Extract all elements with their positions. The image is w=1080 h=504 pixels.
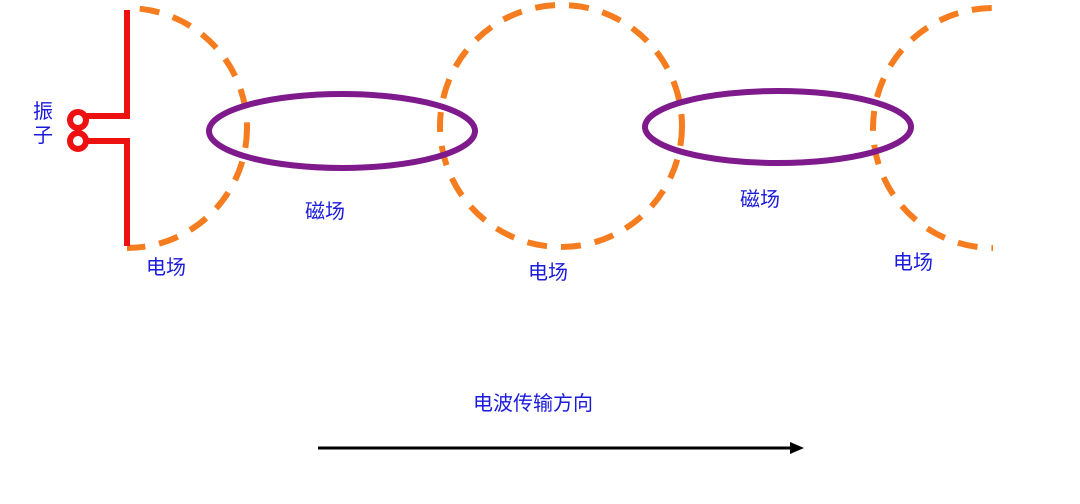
electric-field-loop-left	[127, 5, 250, 251]
electric-field-loops	[127, 2, 993, 251]
electric-field-label-3: 电场	[893, 250, 933, 274]
antenna-label-line1: 振	[33, 99, 53, 123]
antenna-feed-lower	[67, 130, 89, 152]
magnetic-field-loop-left	[206, 91, 478, 171]
electric-field-loop-right	[870, 5, 993, 251]
electric-field-loop-middle	[437, 2, 685, 250]
direction-arrow-head	[790, 442, 804, 454]
electric-field-label-2: 电场	[528, 260, 568, 284]
antenna-label-line2: 子	[33, 123, 53, 147]
magnetic-field-loops	[206, 88, 914, 171]
antenna-upper-arm	[86, 10, 130, 119]
antenna-feed-upper	[67, 109, 89, 131]
magnetic-field-label-1: 磁场	[305, 199, 345, 223]
antenna-lower-arm	[86, 138, 130, 246]
magnetic-field-loop-right	[642, 88, 914, 166]
electric-field-label-1: 电场	[146, 255, 186, 279]
right-arrow-icon	[318, 442, 804, 454]
diagram-labels: 振 子 电场 磁场 电场 磁场 电场 电波传输方向	[33, 99, 933, 415]
antenna-dipole	[67, 10, 130, 246]
propagation-direction-label: 电波传输方向	[473, 391, 593, 415]
magnetic-field-label-2: 磁场	[740, 187, 780, 211]
